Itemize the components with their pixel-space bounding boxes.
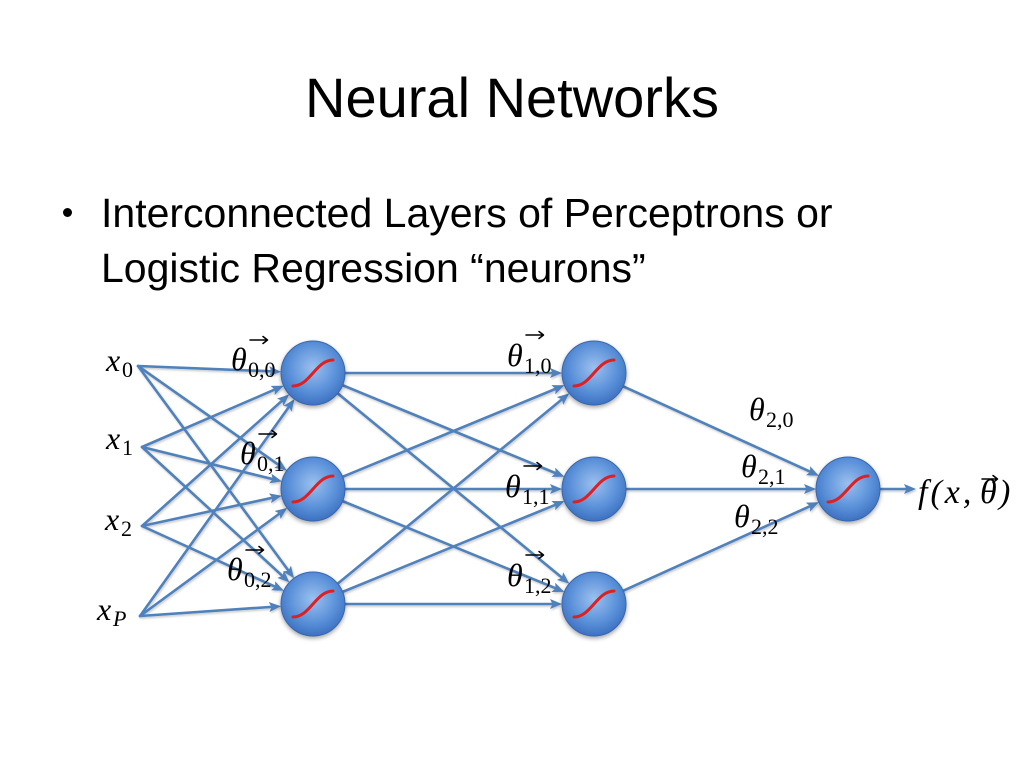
edge-x1-to-h1-1 [140, 445, 282, 484]
neurons [280, 340, 881, 637]
weight-subscript: 1,0 [524, 353, 552, 378]
weight-label-theta-1-2: θ 1,2 [507, 550, 552, 598]
vector-arrow-icon [981, 474, 999, 484]
sigmoid-icon [572, 589, 616, 619]
edge-h1-1-to-h2-0 [341, 385, 565, 479]
edge-x2-to-h1-1 [140, 493, 282, 528]
output-label: f(x,θ) [918, 474, 1010, 511]
weight-symbol: θ [749, 391, 765, 427]
edge-x2-to-h1-0 [140, 394, 290, 528]
input-label-x0: x 0 [105, 342, 133, 382]
edge-xp-to-h1-0 [138, 399, 295, 618]
neuron-layer2-1 [561, 456, 627, 522]
weight-subscript: 0,1 [257, 451, 285, 476]
weight-label-theta-2-2: θ 2,2 [734, 498, 779, 539]
vector-arrow-icon [258, 429, 278, 439]
slide-title: Neural Networks [305, 66, 719, 129]
weight-subscript: 1,2 [524, 573, 552, 598]
edge-h1-2-to-h2-1 [341, 501, 565, 594]
neuron-output [815, 456, 881, 522]
sigmoid-icon [291, 358, 335, 388]
edge-h1-0-to-h2-1 [341, 383, 565, 477]
edge-xp-to-h1-1 [138, 507, 288, 618]
weight-label-theta-1-1: θ 1,1 [505, 461, 550, 509]
weight-symbol: θ [507, 557, 523, 593]
neuron-layer1-1 [280, 456, 346, 522]
edge-h1-1-to-h2-2 [341, 499, 565, 592]
weight-subscript: 0,0 [248, 357, 276, 382]
weight-symbol: θ [231, 341, 247, 377]
weight-symbol: θ [741, 448, 757, 484]
input-symbol: x [104, 501, 119, 537]
edge-x2-to-h1-2 [140, 524, 284, 591]
output-close-paren: ) [997, 474, 1010, 511]
output-theta: θ [980, 474, 997, 511]
input-label-xp: x P [96, 591, 126, 631]
neuron-layer2-2 [561, 571, 627, 637]
weight-subscript: 0,2 [244, 567, 272, 592]
input-subscript: 0 [122, 357, 133, 382]
input-label-x2: x 2 [104, 501, 132, 541]
weight-symbol: θ [507, 337, 523, 373]
weight-subscript: 2,2 [751, 514, 779, 539]
edges [136, 364, 916, 618]
sigmoid-icon [572, 358, 616, 388]
input-subscript: 1 [122, 435, 133, 460]
bullet-marker [63, 208, 72, 217]
weight-symbol: θ [227, 551, 243, 587]
vector-arrow-icon [525, 330, 545, 340]
weight-subscript: 2,0 [766, 407, 794, 432]
weight-label-theta-2-1: θ 2,1 [741, 448, 786, 489]
weight-subscript: 1,1 [522, 484, 550, 509]
weight-label-theta-1-0: θ 1,0 [507, 330, 552, 378]
edge-x0-to-h1-0 [136, 364, 282, 377]
vector-arrow-icon [245, 545, 265, 555]
bullet-list: Interconnected Layers of Perceptrons or … [0, 186, 1024, 296]
neuron-layer1-0 [280, 340, 346, 406]
neuron-layer1-2 [280, 571, 346, 637]
vector-arrow-icon [523, 461, 543, 471]
edge-h2-2-to-output [621, 502, 819, 593]
vector-arrow-icon [525, 550, 545, 560]
input-symbol: x [105, 420, 120, 456]
weight-label-theta-0-2: θ 0,2 [227, 545, 272, 592]
vector-arrow-icon [249, 335, 269, 345]
edge-x0-to-h1-2 [136, 364, 295, 579]
weight-label-theta-0-0: θ 0,0 [231, 335, 276, 382]
input-symbol: x [105, 342, 120, 378]
output-function-prefix: f(x, [918, 474, 974, 511]
input-subscript: 2 [121, 516, 132, 541]
weight-label-theta-0-1: θ 0,1 [240, 429, 285, 476]
sigmoid-icon [572, 474, 616, 504]
edge-x1-to-h1-0 [140, 385, 284, 449]
weight-symbol: θ [734, 498, 750, 534]
edge-xp-to-h1-2 [138, 602, 282, 618]
edge-h1-2-to-h2-0 [336, 393, 570, 585]
weight-label-theta-2-0: θ 2,0 [749, 391, 794, 432]
neuron-layer2-0 [561, 340, 627, 406]
sigmoid-icon [291, 589, 335, 619]
bullet-text: Interconnected Layers of Perceptrons or … [101, 190, 833, 291]
edge-h2-0-to-output [621, 384, 819, 476]
input-symbol: x [96, 591, 111, 627]
sigmoid-icon [826, 474, 870, 504]
bullet-item: Interconnected Layers of Perceptrons or … [63, 186, 891, 296]
output-function-text: f(x,θ) [918, 474, 1010, 511]
sigmoid-icon [291, 474, 335, 504]
weight-symbol: θ [505, 468, 521, 504]
weight-subscript: 2,1 [758, 464, 786, 489]
input-subscript: P [112, 606, 126, 631]
input-label-x1: x 1 [105, 420, 133, 460]
edge-h1-0-to-h2-2 [336, 392, 570, 584]
weight-symbol: θ [240, 435, 256, 471]
